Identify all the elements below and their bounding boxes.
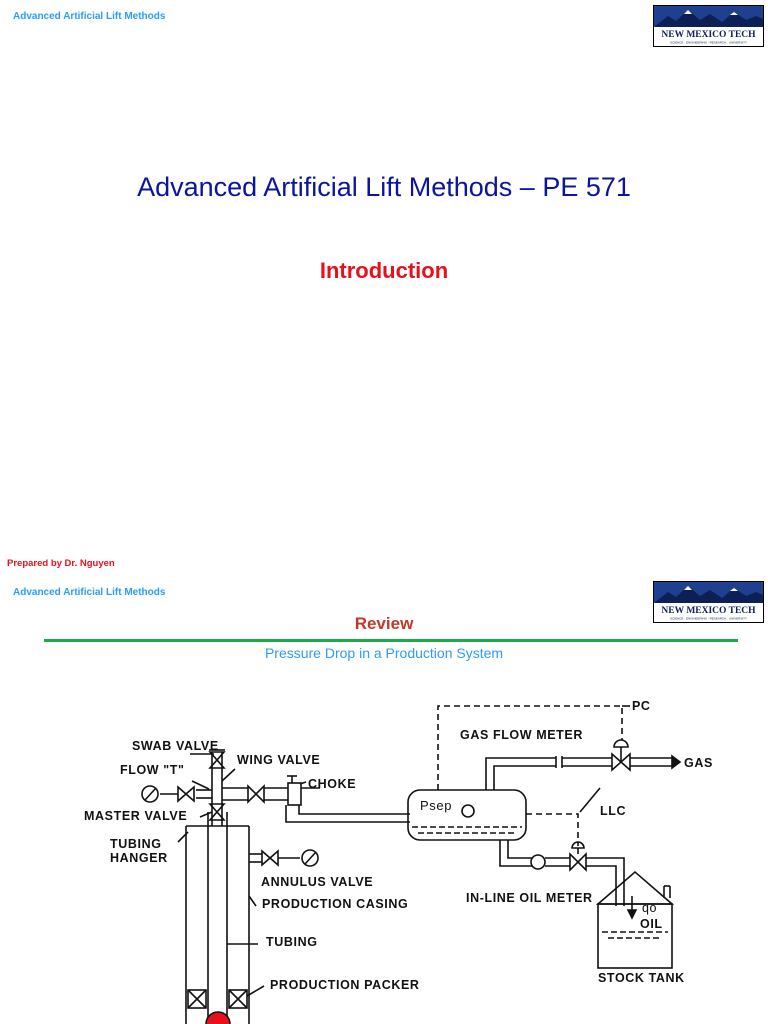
downhole-pump-icon <box>205 1011 231 1024</box>
label-oil: OIL <box>640 917 663 931</box>
oil-meter-icon <box>530 854 546 870</box>
oil-control-valve-icon <box>569 852 587 872</box>
label-psep: Psep <box>420 798 452 813</box>
page-subtitle: Introduction <box>319 258 449 283</box>
stock-tank-roof <box>595 870 675 905</box>
label-wing-valve: WING VALVE <box>237 753 320 767</box>
wing-valve-icon <box>247 784 265 804</box>
new-mexico-tech-logo: NEW MEXICO TECH SCIENCE · ENGINEERING · … <box>653 581 764 623</box>
label-tubing: TUBING <box>266 935 318 949</box>
label-gas-flow-meter: GAS FLOW METER <box>460 728 583 742</box>
separator-level-icon <box>461 804 475 818</box>
label-qo: qo <box>642 901 657 915</box>
flow-t-valve-icon <box>177 785 195 803</box>
separator-vessel <box>407 789 527 841</box>
label-in-line-oil-meter: IN-LINE OIL METER <box>466 891 593 905</box>
label-llc: LLC <box>600 804 626 818</box>
label-flow-t: FLOW "T" <box>120 763 185 777</box>
slide-review: Advanced Artificial Lift Methods NEW MEX… <box>0 576 768 1024</box>
label-annulus-valve: ANNULUS VALVE <box>261 875 373 889</box>
slide-header: Advanced Artificial Lift Methods <box>13 11 166 22</box>
packer-right-icon <box>228 989 248 1009</box>
label-swab-valve: SWAB VALVE <box>132 739 219 753</box>
title-divider <box>44 639 738 642</box>
author-footer: Prepared by Dr. Nguyen <box>7 558 115 569</box>
label-tubing-hanger-1: TUBING <box>110 837 162 851</box>
master-valve-icon <box>208 803 226 821</box>
swab-valve-icon <box>208 751 226 769</box>
label-pc: PC <box>632 699 651 713</box>
page-title: Advanced Artificial Lift Methods – PE 57… <box>137 172 631 202</box>
production-system-diagram: SWAB VALVE WING VALVE FLOW "T" CHOKE MAS… <box>84 699 713 1024</box>
stock-tank-body <box>597 903 673 969</box>
label-stock-tank: STOCK TANK <box>598 971 685 985</box>
packer-left-icon <box>187 989 207 1009</box>
logo-text: NEW MEXICO TECH <box>661 606 756 616</box>
label-master-valve: MASTER VALVE <box>84 809 187 823</box>
annulus-valve-icon <box>261 849 279 867</box>
logo-tagline: SCIENCE · ENGINEERING · RESEARCH · UNIVE… <box>670 617 747 621</box>
slide-header: Advanced Artificial Lift Methods <box>13 587 166 598</box>
annulus-gauge-icon <box>301 849 319 867</box>
slide-intro: Advanced Artificial Lift Methods NEW MEX… <box>7 5 764 569</box>
label-tubing-hanger-2: HANGER <box>110 851 168 865</box>
pressure-gauge-icon <box>141 785 159 803</box>
label-gas: GAS <box>684 756 713 770</box>
choke-icon <box>287 782 302 806</box>
label-production-casing: PRODUCTION CASING <box>262 897 408 911</box>
section-title: Review <box>354 614 414 633</box>
label-choke: CHOKE <box>308 777 356 791</box>
logo-tagline: SCIENCE · ENGINEERING · RESEARCH · UNIVE… <box>670 41 747 45</box>
new-mexico-tech-logo: NEW MEXICO TECH SCIENCE · ENGINEERING · … <box>653 5 764 47</box>
label-production-packer: PRODUCTION PACKER <box>270 978 420 992</box>
section-subtitle: Pressure Drop in a Production System <box>264 645 504 661</box>
logo-text: NEW MEXICO TECH <box>661 30 756 40</box>
